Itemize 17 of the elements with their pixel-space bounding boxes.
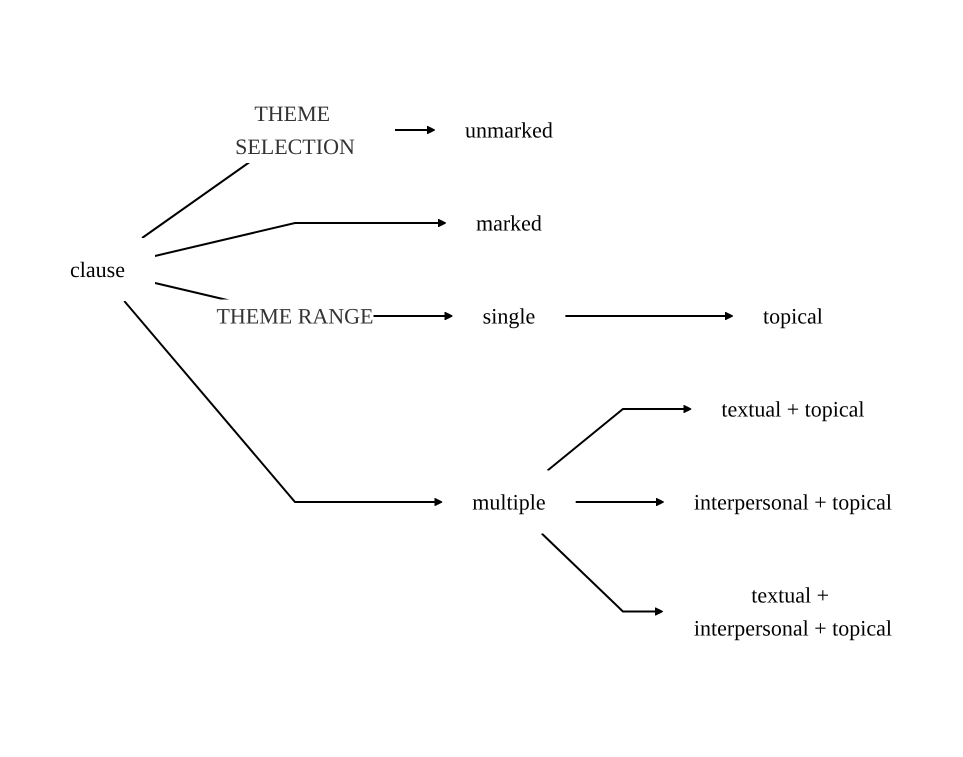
edge-label: THEME SELECTION (235, 101, 355, 160)
arrow (576, 498, 664, 507)
node-text: interpersonal + topical (694, 490, 892, 515)
node-text: textual + topical (721, 396, 865, 422)
node-text: unmarked (465, 118, 553, 143)
node-text: textual + interpersonal + topical (694, 582, 892, 641)
arrow (124, 300, 443, 507)
arrow (154, 218, 446, 258)
node-text: marked (476, 210, 542, 236)
node-text: single (482, 304, 536, 329)
arrow (565, 312, 734, 321)
node-text: multiple (472, 490, 546, 515)
node-text: topical (763, 304, 823, 329)
node-text: clause (70, 257, 125, 282)
arrow (546, 404, 692, 472)
arrow (541, 533, 664, 616)
edge-label: THEME RANGE (216, 304, 374, 329)
